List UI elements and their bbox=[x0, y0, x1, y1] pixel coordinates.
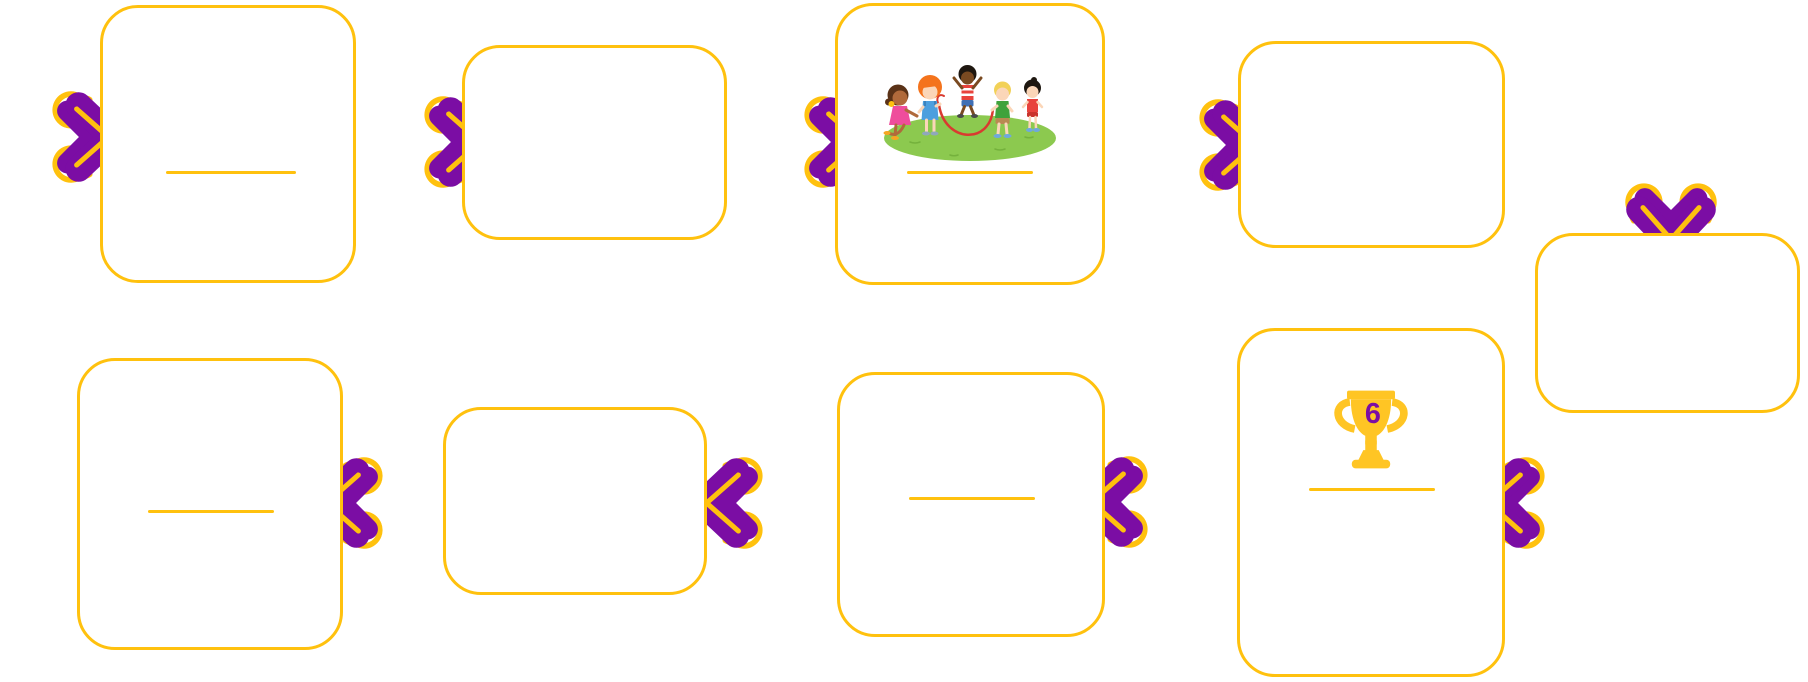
step-card-3[interactable] bbox=[835, 3, 1105, 285]
step-card-9-trophy[interactable]: 6 bbox=[1237, 328, 1505, 677]
answer-blank-line bbox=[148, 510, 274, 513]
step-card-8[interactable] bbox=[837, 372, 1105, 637]
step-card-2[interactable] bbox=[462, 45, 727, 240]
step-card-4[interactable] bbox=[1238, 41, 1505, 248]
trophy-number: 6 bbox=[1365, 398, 1381, 430]
step-card-5[interactable] bbox=[1535, 233, 1800, 413]
trophy-icon: 6 bbox=[1323, 381, 1419, 477]
step-card-7[interactable] bbox=[443, 407, 707, 595]
step-card-6[interactable] bbox=[77, 358, 343, 650]
answer-blank-line bbox=[907, 171, 1033, 174]
answer-blank-line bbox=[166, 171, 296, 174]
answer-blank-line bbox=[909, 497, 1035, 500]
children-jump-rope-illustration bbox=[875, 44, 1065, 164]
step-card-1[interactable] bbox=[100, 5, 356, 283]
answer-blank-line bbox=[1309, 488, 1435, 491]
